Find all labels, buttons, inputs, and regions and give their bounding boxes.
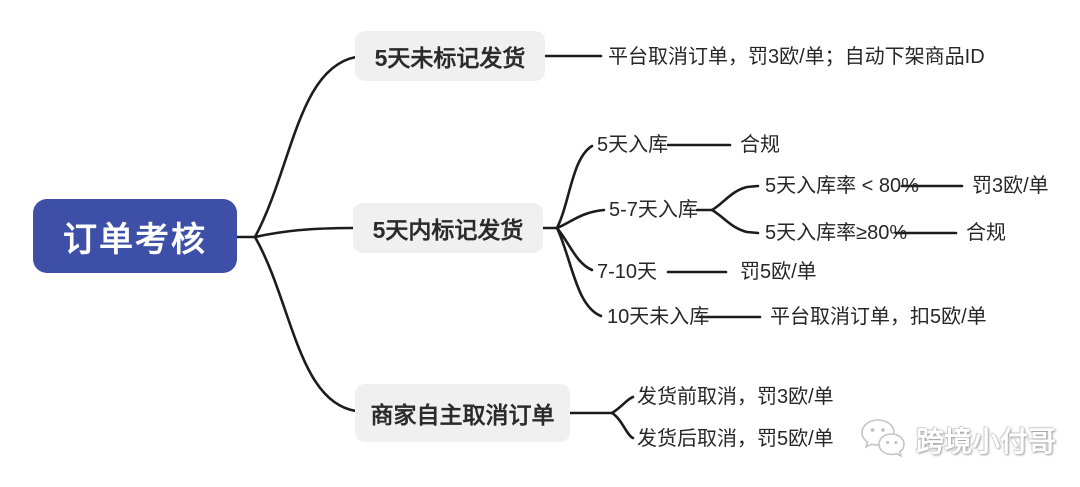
branch-node-not-marked-5d[interactable]: 5天未标记发货 (355, 31, 545, 81)
leaf-text-cancel-after-ship[interactable]: 发货后取消，罚5欧/单 (637, 428, 834, 450)
branch-node-seller-self-cancel[interactable]: 商家自主取消订单 (355, 384, 570, 442)
branch-node-marked-within-5d[interactable]: 5天内标记发货 (353, 203, 543, 253)
branch-node-label: 商家自主取消订单 (370, 402, 555, 428)
watermark-text: 跨境小付哥 (916, 425, 1057, 457)
root-node-order-assessment[interactable]: 订单考核 (33, 199, 237, 273)
child-node-inbound-5d[interactable]: 5天入库 (597, 134, 669, 156)
leaf-text-compliant[interactable]: 合规 (740, 134, 780, 156)
leaf-text-platform-cancel-3eur[interactable]: 平台取消订单，罚3欧/单；自动下架商品ID (608, 46, 985, 68)
watermark: 跨境小付哥 (858, 412, 1068, 467)
branch-node-label: 5天未标记发货 (374, 45, 526, 71)
child-node-rate-below-80[interactable]: 5天入库率 < 80% (765, 175, 919, 197)
branch-node-label: 5天内标记发货 (372, 217, 524, 243)
wechat-icon (861, 418, 905, 457)
leaf-text-fine-3eur[interactable]: 罚3欧/单 (972, 175, 1049, 197)
child-node-7-10d[interactable]: 7-10天 (597, 261, 658, 283)
leaf-text-compliant-2[interactable]: 合规 (966, 222, 1006, 244)
root-node-label: 订单考核 (63, 220, 207, 259)
child-node-inbound-5-7d[interactable]: 5-7天入库 (609, 199, 698, 221)
child-node-not-inbound-10d[interactable]: 10天未入库 (607, 306, 710, 328)
leaf-text-cancel-before-ship[interactable]: 发货前取消，罚3欧/单 (637, 386, 834, 408)
leaf-text-fine-5eur[interactable]: 罚5欧/单 (740, 261, 817, 283)
child-node-rate-above-80[interactable]: 5天入库率≥80% (765, 222, 908, 244)
leaf-text-cancel-deduct-5eur[interactable]: 平台取消订单，扣5欧/单 (770, 306, 987, 328)
